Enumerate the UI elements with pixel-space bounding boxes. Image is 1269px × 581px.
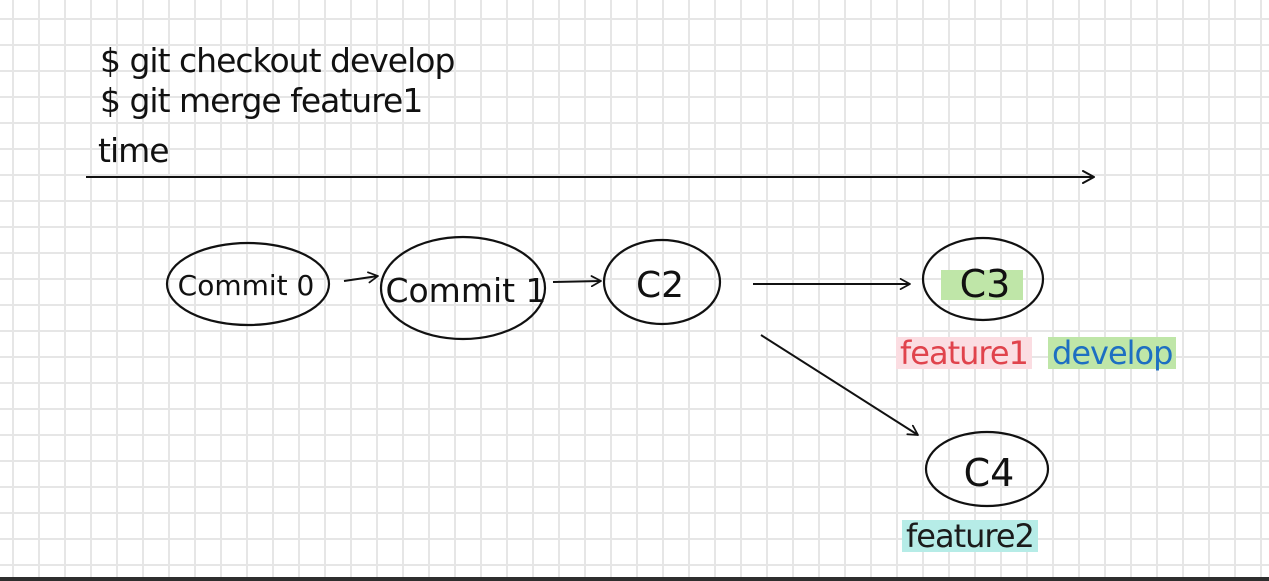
edge-commit1-c2 (552, 275, 602, 288)
edge-c2-c4 (760, 334, 919, 436)
commit-label: Commit 1 (385, 271, 546, 310)
command-merge: $ git merge feature1 (100, 81, 423, 120)
commit-label: Commit 0 (178, 269, 315, 302)
edge-commit0-commit1 (343, 271, 379, 284)
branch-label-feature2: feature2 (902, 520, 1038, 552)
commit-label: C3 (960, 262, 1011, 306)
command-checkout: $ git checkout develop (100, 41, 455, 80)
commit-node-commit0: Commit 0 (165, 241, 331, 327)
time-axis-label: time (98, 131, 170, 170)
c3-highlight (941, 270, 1023, 300)
commit-label: C2 (636, 265, 684, 306)
commit-node-c2: C2 (602, 238, 722, 326)
branch-label-feature1: feature1 (896, 337, 1032, 369)
commit-node-c3: C3 (921, 236, 1045, 322)
commit-node-commit1: Commit 1 (379, 235, 547, 341)
bottom-border (0, 577, 1269, 581)
commit-label: C4 (964, 451, 1015, 495)
branch-label-develop: develop (1048, 337, 1177, 369)
commit-node-c4: C4 (924, 430, 1050, 508)
